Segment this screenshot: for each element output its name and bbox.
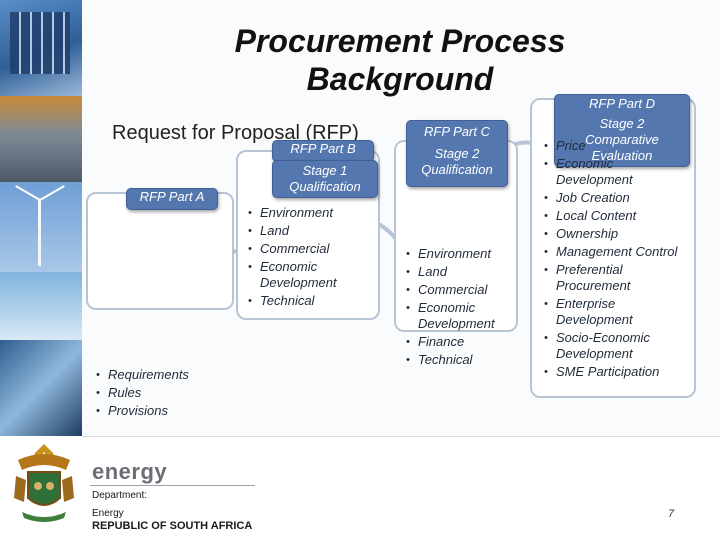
list-item: Economic Development [406, 300, 524, 332]
list-item: Land [406, 264, 524, 280]
part-b-title: RFP Part B [290, 141, 356, 156]
fuel-rod-image [0, 340, 82, 436]
list-item: Commercial [406, 282, 524, 298]
slide-title: Procurement Process Background [190, 22, 610, 98]
slide-subtitle: Request for Proposal (RFP) [112, 122, 359, 144]
department-label: Department: [92, 490, 148, 501]
solar-panel-image [0, 0, 82, 96]
department-name: Energy [92, 508, 124, 519]
list-item: Economic Development [544, 156, 690, 188]
part-b-list: Environment Land Commercial Economic Dev… [248, 205, 370, 311]
list-item: Requirements [96, 367, 236, 383]
list-item: Land [248, 223, 370, 239]
footer-divider [82, 436, 720, 437]
list-item: Environment [248, 205, 370, 221]
country-name: REPUBLIC OF SOUTH AFRICA [92, 520, 253, 532]
list-item: Preferential Procurement [544, 262, 690, 294]
list-item: Ownership [544, 226, 690, 242]
list-item: Technical [406, 352, 524, 368]
coat-of-arms-icon [14, 444, 74, 522]
part-c-title: RFP Part C [424, 124, 490, 139]
list-item: Economic Development [248, 259, 370, 291]
list-item: Price [544, 138, 690, 154]
part-d-stage: Stage 2 [599, 116, 645, 131]
brand-name: energy [92, 459, 168, 484]
energy-photo-strip [0, 0, 82, 436]
part-b-stage-badge: Stage 1 Qualification [272, 160, 378, 198]
turbine-blade [39, 200, 41, 228]
part-c-stage-name: Qualification [421, 162, 493, 177]
list-item: Provisions [96, 403, 236, 419]
list-item: Management Control [544, 244, 690, 260]
logo-divider [90, 485, 255, 486]
part-a-list: Requirements Rules Provisions [96, 367, 236, 421]
sky-image [0, 272, 82, 340]
part-d-list: Price Economic Development Job Creation … [544, 138, 690, 382]
list-item: Local Content [544, 208, 690, 224]
part-a-title: RFP Part A [139, 189, 205, 204]
part-c-header: RFP Part C Stage 2 Qualification [406, 120, 508, 187]
part-d-title: RFP Part D [589, 96, 655, 111]
part-c-stage: Stage 2 [434, 146, 480, 161]
list-item: Technical [248, 293, 370, 309]
part-b-stage: Stage 1 [302, 163, 348, 178]
list-item: SME Participation [544, 364, 690, 380]
part-b-header: RFP Part B [272, 140, 374, 162]
turbine-tower [38, 200, 41, 266]
list-item: Socio-Economic Development [544, 330, 690, 362]
part-b-stage-name: Qualification [289, 179, 361, 194]
page-number: 7 [668, 508, 675, 520]
part-c-list: Environment Land Commercial Economic Dev… [406, 246, 524, 370]
list-item: Finance [406, 334, 524, 350]
refinery-image [0, 96, 82, 182]
list-item: Environment [406, 246, 524, 262]
department-logo: energy Department: Energy REPUBLIC OF SO… [92, 460, 252, 533]
part-a-box [86, 192, 234, 310]
list-item: Enterprise Development [544, 296, 690, 328]
list-item: Rules [96, 385, 236, 401]
title-line-2: Background [306, 61, 494, 97]
list-item: Commercial [248, 241, 370, 257]
part-a-header: RFP Part A [126, 188, 218, 210]
list-item: Job Creation [544, 190, 690, 206]
title-line-1: Procurement Process [234, 23, 566, 59]
